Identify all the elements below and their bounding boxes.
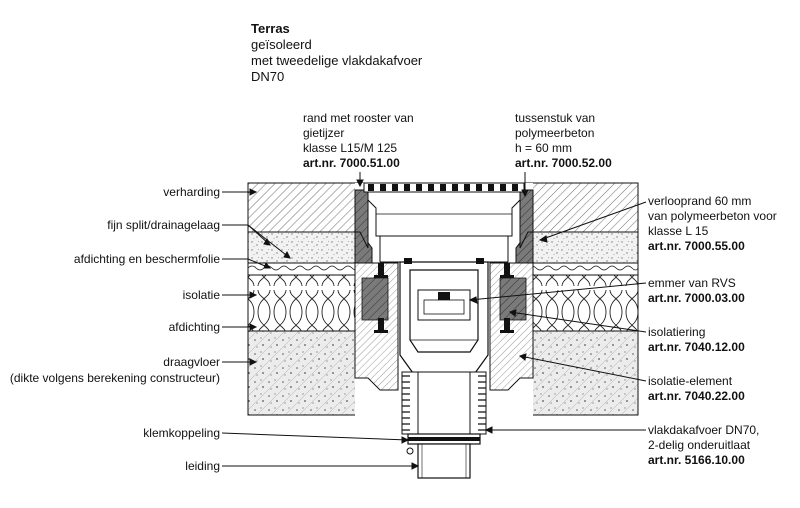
grate-bars [368,184,518,191]
corrugated-outlet [401,371,487,435]
label-verlooprand-line-3: klasse L 15 [648,224,709,238]
label-rim-grate: rand met rooster van gietijzer klasse L1… [303,111,414,171]
insulation-ring-left [361,277,389,321]
label-verlooprand-line-2: van polymeerbeton voor [648,209,777,223]
label-rim-line-1: rand met rooster van [303,111,414,125]
title-block: Terras geïsoleerd met tweedelige vlakdak… [251,21,422,85]
label-verlooprand-line-1: verlooprand 60 mm [648,194,752,208]
label-split: fijn split/drainagelaag [107,218,220,232]
label-vlakdakafvoer: vlakdakafvoer DN70, 2-delig onderuitlaat… [648,423,759,468]
label-isolatiering: isolatiering art.nr. 7040.12.00 [648,325,745,355]
label-intermediate-line-3: h = 60 mm [515,141,573,155]
leader-lines-right [468,201,647,434]
label-verlooprand-art: art.nr. 7000.55.00 [648,239,745,253]
label-intermediate-line-1: tussenstuk van [515,111,596,125]
label-emmer-line-1: emmer van RVS [648,276,736,290]
label-vlakdakafvoer-line-2: 2-delig onderuitlaat [648,438,751,452]
label-rim-line-3: klasse L15/M 125 [303,141,398,155]
label-verharding: verharding [163,185,220,199]
title-line-1: geïsoleerd [251,37,312,52]
label-isolatie-element: isolatie-element art.nr. 7040.22.00 [648,374,745,404]
label-afdichting-folie: afdichting en beschermfolie [73,252,220,266]
label-vlakdakafvoer-art: art.nr. 5166.10.00 [648,453,745,467]
label-isolatiering-line-1: isolatiering [648,325,706,339]
label-intermediate-art: art.nr. 7000.52.00 [515,156,612,170]
label-draagvloer: draagvloer [163,355,220,369]
label-verlooprand: verlooprand 60 mm van polymeerbeton voor… [648,194,777,254]
label-afdichting: afdichting [168,320,220,334]
label-leiding: leiding [185,459,220,473]
leader-lines-left [221,188,420,470]
label-emmer-art: art.nr. 7000.03.00 [648,291,745,305]
label-isolatie-element-line-1: isolatie-element [648,374,733,388]
label-intermediate-piece: tussenstuk van polymeerbeton h = 60 mm a… [515,111,612,171]
label-isolatie: isolatie [182,288,220,302]
label-rim-line-2: gietijzer [303,126,345,140]
label-emmer: emmer van RVS art.nr. 7000.03.00 [648,276,745,306]
title-heading: Terras [251,21,290,36]
clamp-bolts [374,258,514,333]
pipe [417,443,471,479]
title-line-3: DN70 [251,69,285,84]
label-isolatie-element-art: art.nr. 7040.22.00 [648,389,745,403]
leader-lines-top [356,172,529,198]
label-isolatiering-art: art.nr. 7040.12.00 [648,340,745,354]
label-rim-art: art.nr. 7000.51.00 [303,156,400,170]
label-vlakdakafvoer-line-1: vlakdakafvoer DN70, [648,423,760,437]
label-intermediate-line-2: polymeerbeton [515,126,595,140]
title-line-2: met tweedelige vlakdakafvoer [251,53,423,68]
label-klemkoppeling: klemkoppeling [143,426,220,440]
label-draagvloer-note: (dikte volgens berekening constructeur) [9,371,220,385]
